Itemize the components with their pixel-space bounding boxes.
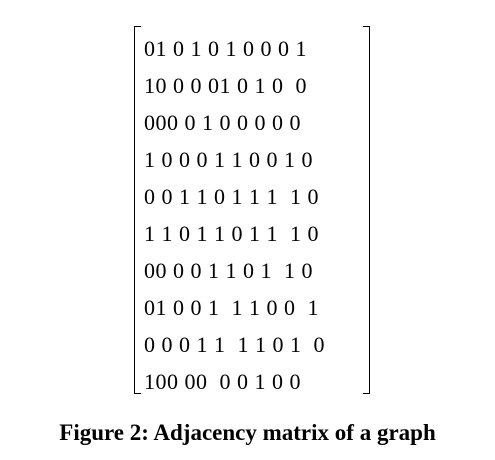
- matrix-row-10: 100 00 0 0 1 0 0: [144, 369, 301, 394]
- matrix-row-7: 00 0 0 1 1 0 1 1 0: [144, 258, 313, 283]
- matrix-right-bracket: [363, 26, 370, 394]
- matrix-row-1: 01 0 1 0 1 0 0 0 1: [144, 36, 307, 61]
- matrix-row-4: 1 0 0 0 1 1 0 0 1 0: [144, 147, 313, 172]
- adjacency-matrix: 01 0 1 0 1 0 0 0 1 10 0 0 01 0 1 0 0 000…: [134, 26, 370, 394]
- matrix-row-3: 000 0 1 0 0 0 0 0: [144, 110, 301, 135]
- figure-caption: Figure 2: Adjacency matrix of a graph: [59, 420, 436, 445]
- matrix-row-2: 10 0 0 01 0 1 0 0: [144, 73, 307, 98]
- matrix-row-9: 0 0 0 1 1 1 1 0 1 0: [144, 332, 325, 357]
- matrix-rows: 01 0 1 0 1 0 0 0 1 10 0 0 01 0 1 0 0 000…: [144, 30, 364, 400]
- matrix-row-8: 01 0 0 1 1 1 0 0 1: [144, 295, 319, 320]
- matrix-row-5: 0 0 1 1 0 1 1 1 1 0: [144, 184, 319, 209]
- matrix-left-bracket: [134, 26, 141, 394]
- matrix-row-6: 1 1 0 1 1 0 1 1 1 0: [144, 221, 319, 246]
